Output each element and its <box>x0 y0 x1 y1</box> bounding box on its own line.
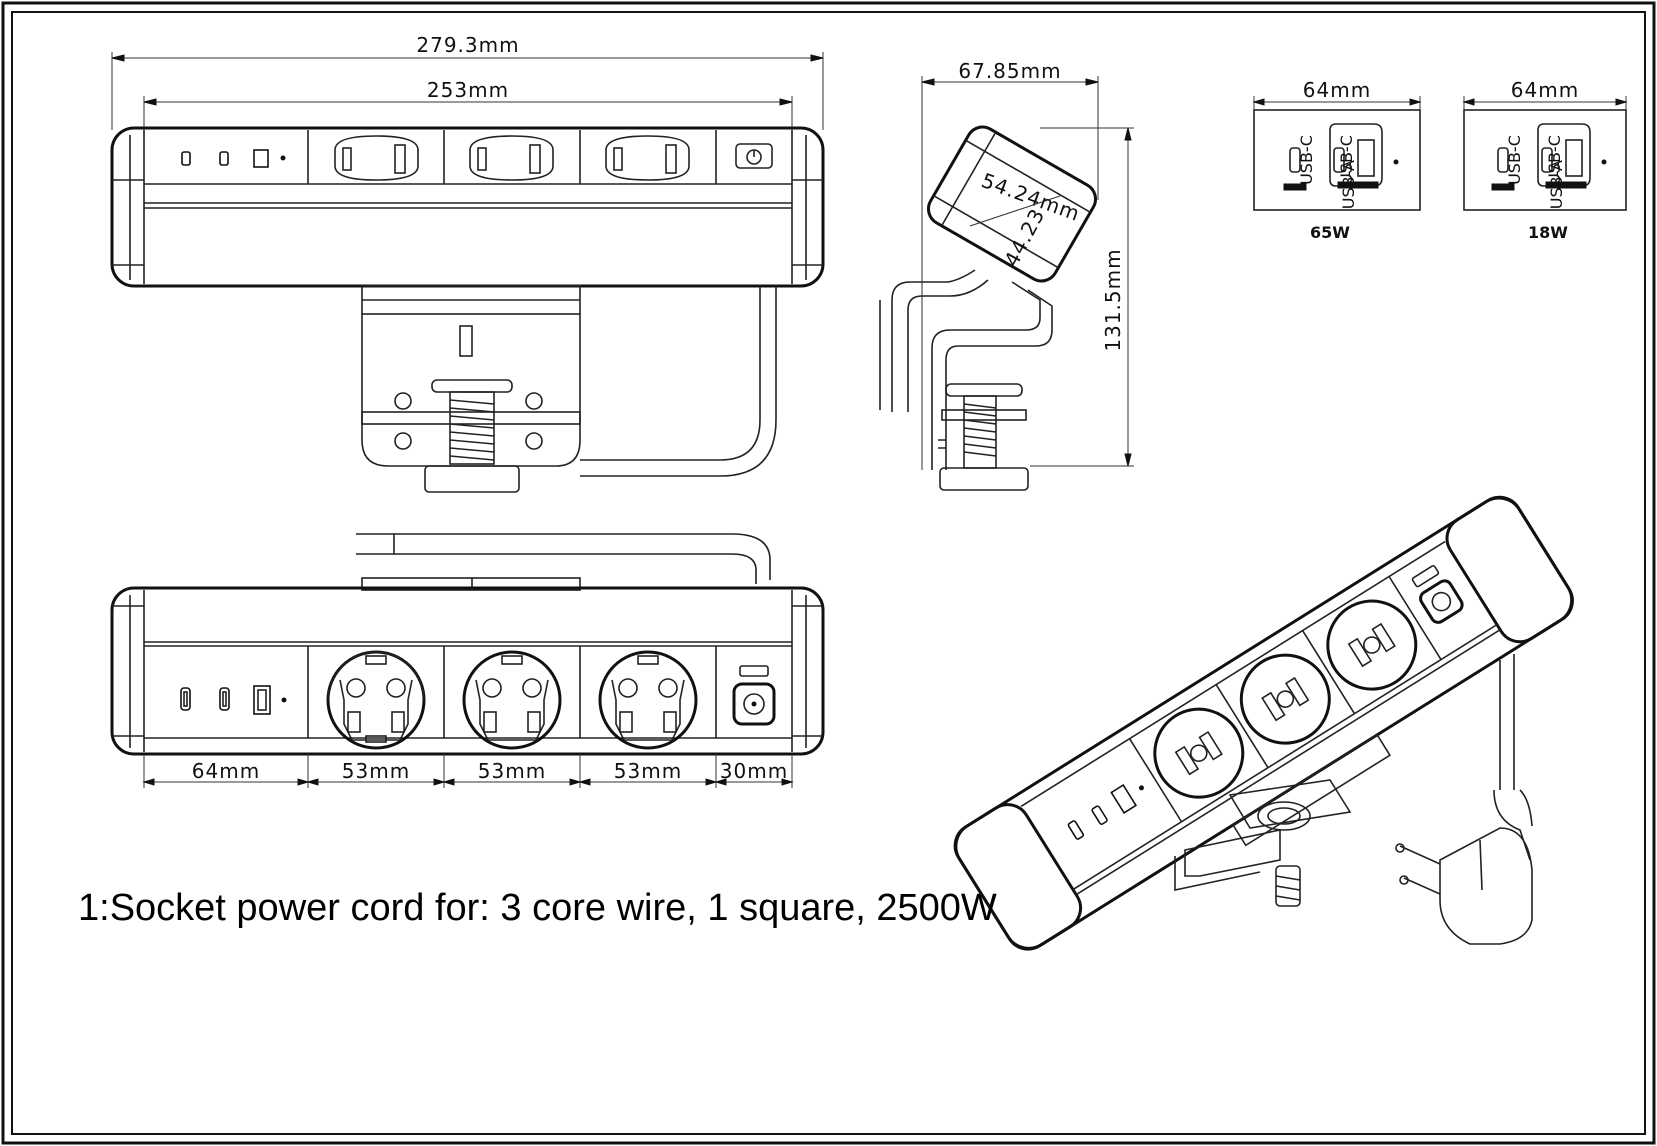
usb-module-65w-width: 64mm <box>1303 78 1371 102</box>
usb-module-18w-power: 18W <box>1528 223 1568 242</box>
dim-module-socket-2: 53mm <box>478 759 546 783</box>
usb-module-18w-label-a: USB-A <box>1547 160 1566 209</box>
dim-module-socket-1: 53mm <box>342 759 410 783</box>
isometric-view <box>953 495 1574 951</box>
usb-module-65w-label-a: USB-A <box>1339 160 1358 209</box>
inner-frame <box>11 11 1646 1135</box>
power-cord-note: 1:Socket power cord for: 3 core wire, 1 … <box>78 887 997 929</box>
dim-side-width: 67.85mm <box>958 59 1061 83</box>
dim-module-switch: 30mm <box>720 759 788 783</box>
usb-module-18w-label-c2: USB-C <box>1545 135 1564 185</box>
usb-module-65w-label-c2: USB-C <box>1337 135 1356 185</box>
front-view: 64mm 53mm 53mm 53mm 30mm <box>110 533 825 788</box>
usb-module-18w-width: 64mm <box>1511 78 1579 102</box>
usb-module-65w-power: 65W <box>1310 223 1350 242</box>
dim-module-socket-3: 53mm <box>614 759 682 783</box>
dim-module-usb: 64mm <box>192 759 260 783</box>
dim-side-height: 131.5mm <box>1101 248 1125 351</box>
dim-inner-width: 253mm <box>427 78 509 102</box>
usb-module-65w-label-c1: USB-C <box>1297 135 1316 185</box>
top-view: 279.3mm 253mm <box>110 33 825 493</box>
side-view: 67.85mm 131.5mm 54.24mm 44.23 <box>879 59 1134 491</box>
dim-total-width: 279.3mm <box>416 33 519 57</box>
usb-module-65w: 64mm USB-C USB-C USB-A 65W <box>1252 78 1422 242</box>
usb-module-18w-label-c1: USB-C <box>1505 135 1524 185</box>
usb-module-18w: 64mm USB-C USB-C USB-A 18W <box>1462 78 1628 242</box>
